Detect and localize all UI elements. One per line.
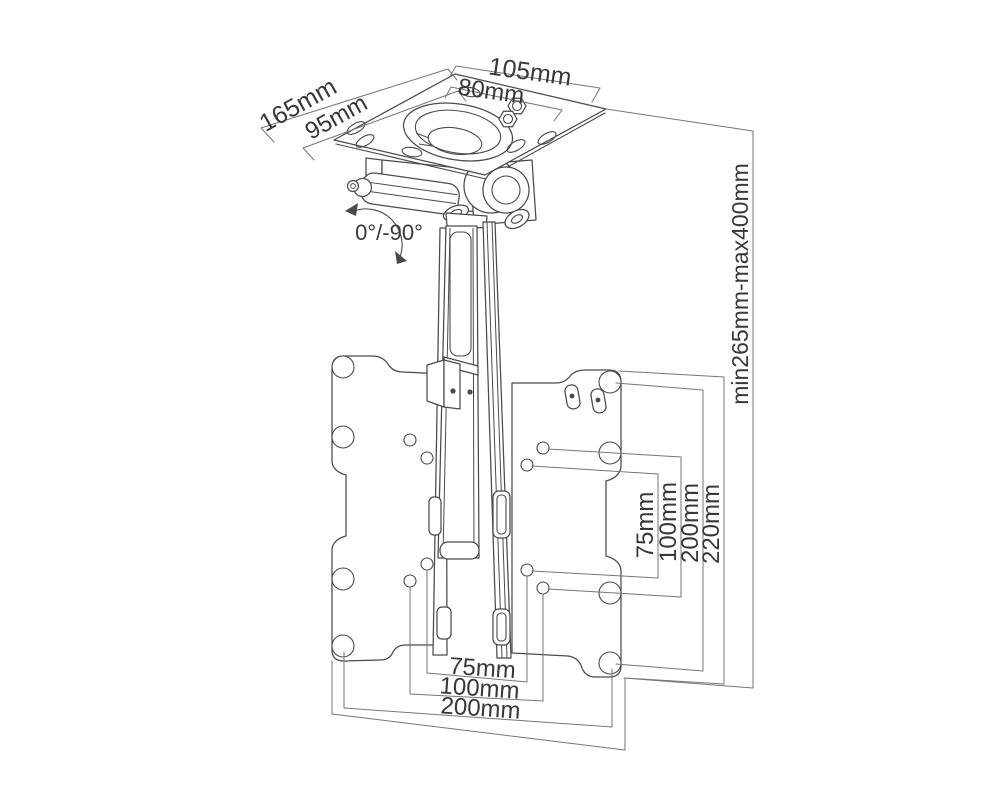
dim-vesa-horizontal-200: [343, 651, 613, 728]
tilt-angle-arc: [345, 203, 407, 264]
dim-vesa-vertical-220: [618, 370, 725, 685]
arrow-up-icon: [345, 203, 358, 216]
dim-vesa-vertical-200: [615, 382, 704, 672]
height-lock-clamp: [426, 356, 479, 410]
label-vesa-horizontal-75: 75mm: [448, 653, 516, 685]
dim-vesa-vertical-100: [547, 448, 682, 598]
right-vesa-plate: [511, 369, 622, 678]
label-vesa-vertical-100: 100mm: [655, 482, 682, 562]
arm-slot: [449, 231, 472, 357]
label-vesa-vertical-75: 75mm: [632, 492, 659, 559]
left-vesa-plate: [331, 355, 447, 662]
arm-left-latch: [428, 496, 442, 536]
dim-vesa-horizontal-100: [409, 586, 544, 702]
arrow-down-icon: [395, 251, 407, 264]
label-vesa-horizontal-200: 200mm: [440, 692, 522, 725]
arm-column: [428, 221, 512, 659]
label-vesa-horizontal-100: 100mm: [439, 672, 521, 705]
dim-plate-edge-left-outer: [260, 68, 458, 143]
swivel-cylinder: [442, 166, 530, 230]
label-tilt-angle: 0°/-90°: [355, 220, 423, 245]
arm-tube-end-cap: [439, 541, 480, 560]
dim-plate-edge-top-outer: [448, 65, 601, 103]
arm-left-foot: [436, 606, 452, 640]
label-vesa-vertical-200: 200mm: [677, 483, 704, 563]
swivel-ring: [402, 102, 514, 162]
plate-mount-tabs: [564, 384, 607, 414]
arm-right-foot: [492, 608, 511, 646]
label-vesa-vertical-220: 220mm: [698, 484, 725, 564]
plate-slots: [346, 86, 557, 158]
arm-right-latch: [492, 490, 511, 539]
left-plate-holes: [331, 355, 434, 658]
dim-plate-edge-left-inner: [302, 90, 467, 161]
tilt-roller: [346, 172, 460, 215]
label-height-range: min265mm-max400mm: [727, 163, 753, 405]
roller-bolt-icon: [346, 179, 360, 193]
dim-plate-edge-top-inner: [444, 86, 563, 122]
dim-vesa-vertical-75: [531, 465, 659, 579]
dim-overall-width-extension: [331, 660, 626, 751]
dim-vesa-horizontal-75: [426, 569, 528, 683]
